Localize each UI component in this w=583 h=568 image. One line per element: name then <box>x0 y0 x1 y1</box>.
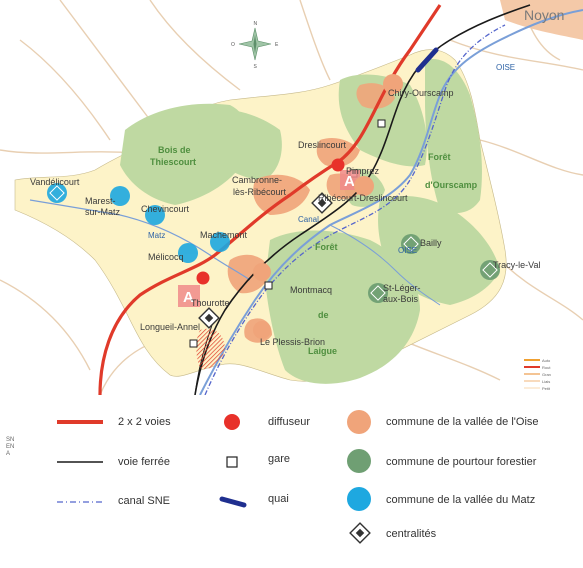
town-label: St-Léger- <box>383 283 421 293</box>
town-label: lès-Ribécourt <box>233 187 287 197</box>
canal-label: Canal <box>298 215 319 224</box>
town-label: Pimprez <box>346 166 380 176</box>
town-label: Vandélicourt <box>30 177 80 187</box>
town-label: Chevincourt <box>141 204 190 214</box>
town-label: Tracy-le-Val <box>493 260 541 270</box>
railway <box>194 4 531 395</box>
river-label-2: OISE <box>398 246 417 255</box>
oise-tributary <box>329 224 441 306</box>
svg-text:Gran: Gran <box>542 372 551 377</box>
diffuseurs <box>196 158 345 285</box>
oise-river <box>199 9 583 395</box>
legend-label: quai <box>268 493 289 505</box>
forest-label: Forêt <box>315 242 338 252</box>
town-label: Cambronne- <box>232 175 282 185</box>
canal-line <box>204 24 506 395</box>
town-label: Montmacq <box>290 285 332 295</box>
town-label: Machemont <box>200 230 248 240</box>
town-label: aux-Bois <box>383 294 419 304</box>
legend-label: canal SNE <box>118 495 170 507</box>
svg-text:N: N <box>254 21 258 27</box>
forest-label: de <box>318 310 329 320</box>
legend-label: voie ferrée <box>118 456 170 468</box>
svg-text:A: A <box>183 289 194 306</box>
hatched-zone <box>196 328 225 370</box>
diamond-icon <box>349 522 371 544</box>
legend-label: diffuseur <box>268 416 310 428</box>
town-label: Thourotte <box>191 298 230 308</box>
red-dot-icon <box>224 414 240 430</box>
svg-text:S: S <box>254 64 258 70</box>
svg-text:Rout: Rout <box>542 365 551 370</box>
quai-mark <box>415 47 439 73</box>
town-label: Ribécourt-Dreslincourt <box>318 193 408 203</box>
map-canvas: A A <box>0 0 583 395</box>
forest-label: Laigue <box>308 346 337 356</box>
town-label: Mélicocq <box>148 252 184 262</box>
navy-bar-icon <box>219 496 247 508</box>
legend-label: gare <box>268 453 291 465</box>
city-label: Noyon <box>524 7 564 23</box>
town-label: Bailly <box>420 238 442 248</box>
forest-label: Forêt <box>428 152 451 162</box>
legend-label: commune de pourtour forestier <box>386 456 537 468</box>
svg-text:Auto: Auto <box>542 358 551 363</box>
svg-text:Liais: Liais <box>542 379 550 384</box>
map-legend: 2 x 2 voies voie ferrée canal SNE diffus… <box>0 400 583 568</box>
red-road-line-icon <box>57 420 103 424</box>
legend-label: 2 x 2 voies <box>118 416 171 428</box>
town-label: Chiry-Ourscamp <box>388 88 454 98</box>
forest-communes <box>368 234 500 303</box>
centralites <box>49 185 498 329</box>
forest-label: d'Ourscamp <box>425 180 478 190</box>
side-note: SN EN A <box>6 437 15 457</box>
matz-label: Matz <box>148 231 165 240</box>
green-circle-icon <box>347 449 371 473</box>
noyon-area <box>500 0 583 40</box>
matz-communes <box>47 183 230 263</box>
forest-label: Bois de <box>158 145 191 155</box>
forest-label: Thiescourt <box>150 157 196 167</box>
matz-river <box>29 199 251 281</box>
blue-circle-icon <box>347 487 371 511</box>
map: A A <box>0 0 583 395</box>
square-outline-icon <box>226 456 238 468</box>
river-label: OISE <box>496 63 515 72</box>
mini-legend: Auto Rout Gran Liais Petit <box>524 358 551 391</box>
black-rail-line-icon <box>57 461 103 463</box>
svg-text:Petit: Petit <box>542 386 551 391</box>
town-label: Marest- <box>85 196 116 206</box>
orange-circle-icon <box>347 410 371 434</box>
town-label: sur-Matz <box>85 207 121 217</box>
highway-2x2 <box>98 4 442 395</box>
blue-dashed-line-icon <box>57 501 103 503</box>
town-label: Dreslincourt <box>298 140 347 150</box>
town-label: Longueil-Annel <box>140 322 200 332</box>
legend-label: commune de la vallée de l'Oise <box>386 416 539 428</box>
compass-icon: N E S O <box>231 21 279 70</box>
town-label: Le Plessis-Brion <box>260 337 325 347</box>
legend-label: centralités <box>386 528 437 540</box>
svg-text:E: E <box>275 42 279 48</box>
svg-text:O: O <box>231 42 235 48</box>
legend-label: commune de la vallée du Matz <box>386 494 536 506</box>
oise-communes <box>253 74 403 339</box>
svg-text:A: A <box>344 173 355 190</box>
